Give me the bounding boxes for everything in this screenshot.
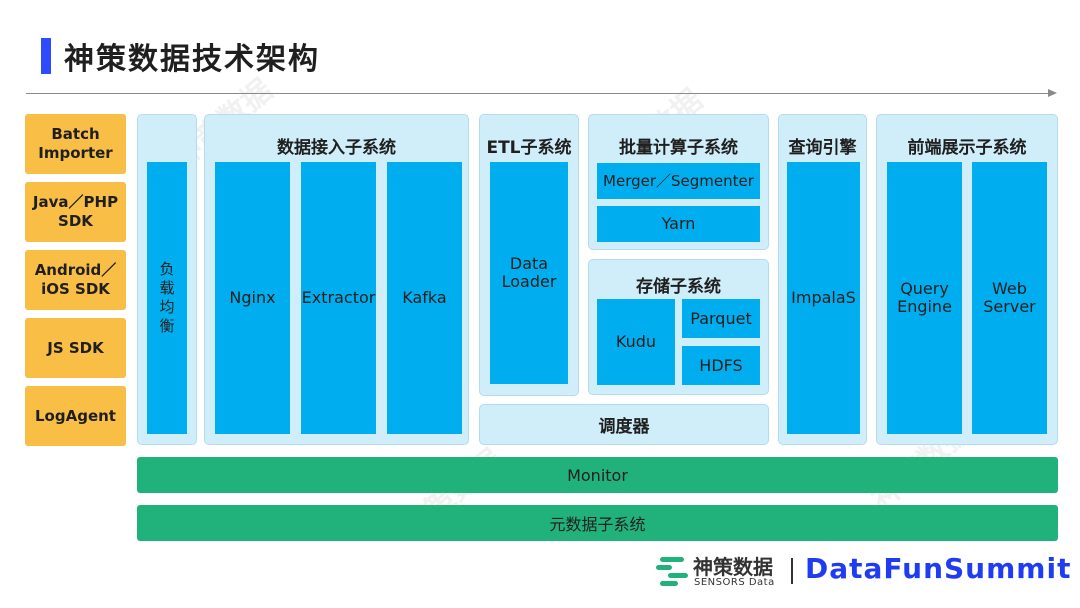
footer-logo-cn: 神策数据 <box>693 555 773 579</box>
load-balancer-label: 负载均衡 <box>159 260 175 335</box>
footer-logo-en: SENSORS Data <box>694 577 775 588</box>
web-server-block: Web Server <box>972 162 1047 434</box>
load-balancer-panel: 负载均衡 <box>137 114 197 445</box>
metadata-subsystem-bar: 元数据子系统 <box>137 505 1058 541</box>
parquet-block: Parquet <box>682 299 760 338</box>
scheduler-label: 调度器 <box>598 417 650 437</box>
source-java-php-sdk: Java／PHP SDK <box>25 182 126 242</box>
query-engine-block: Query Engine <box>887 162 962 434</box>
kafka-block: Kafka <box>387 162 462 434</box>
frontend-subsystem-title: 前端展示子系统 <box>907 138 1027 158</box>
batch-compute-subsystem-title: 批量计算子系统 <box>619 138 738 158</box>
query-engine-title: 查询引擎 <box>788 138 857 158</box>
divider-arrow-icon <box>1048 89 1057 97</box>
batch-compute-subsystem-panel: 批量计算子系统 Merger／Segmenter Yarn <box>588 114 769 250</box>
etl-subsystem-panel: ETL子系统 Data Loader <box>479 114 579 396</box>
footer-separator <box>791 558 793 584</box>
data-loader-block: Data Loader <box>490 162 568 384</box>
load-balancer-block: 负载均衡 <box>147 162 187 434</box>
sensors-logo-icon <box>656 557 688 586</box>
ingestion-subsystem-panel: 数据接入子系统 Nginx Extractor Kafka <box>204 114 469 445</box>
title-accent-bar <box>41 38 51 74</box>
page-title: 神策数据技术架构 <box>64 42 320 77</box>
title-divider <box>26 93 1050 94</box>
ingestion-subsystem-title: 数据接入子系统 <box>277 138 396 158</box>
source-logagent: LogAgent <box>25 386 126 446</box>
storage-subsystem-panel: 存储子系统 Kudu Parquet HDFS <box>588 259 769 395</box>
hdfs-block: HDFS <box>682 346 760 385</box>
source-batch-importer: Batch Importer <box>25 114 126 174</box>
storage-subsystem-title: 存储子系统 <box>636 277 721 297</box>
scheduler-panel: 调度器 <box>479 404 769 445</box>
query-engine-panel: 查询引擎 ImpalaS <box>778 114 867 445</box>
monitor-bar: Monitor <box>137 457 1058 493</box>
source-js-sdk: JS SDK <box>25 318 126 378</box>
datafun-summit-logo: DataFunSummit <box>805 552 1072 585</box>
yarn-block: Yarn <box>597 206 760 242</box>
etl-subsystem-title: ETL子系统 <box>486 138 572 158</box>
kudu-block: Kudu <box>597 299 675 385</box>
extractor-block: Extractor <box>301 162 376 434</box>
merger-segmenter-block: Merger／Segmenter <box>597 163 760 199</box>
impalas-block: ImpalaS <box>787 162 860 434</box>
frontend-subsystem-panel: 前端展示子系统 Query Engine Web Server <box>876 114 1058 445</box>
source-android-ios-sdk: Android／ iOS SDK <box>25 250 126 310</box>
nginx-block: Nginx <box>215 162 290 434</box>
